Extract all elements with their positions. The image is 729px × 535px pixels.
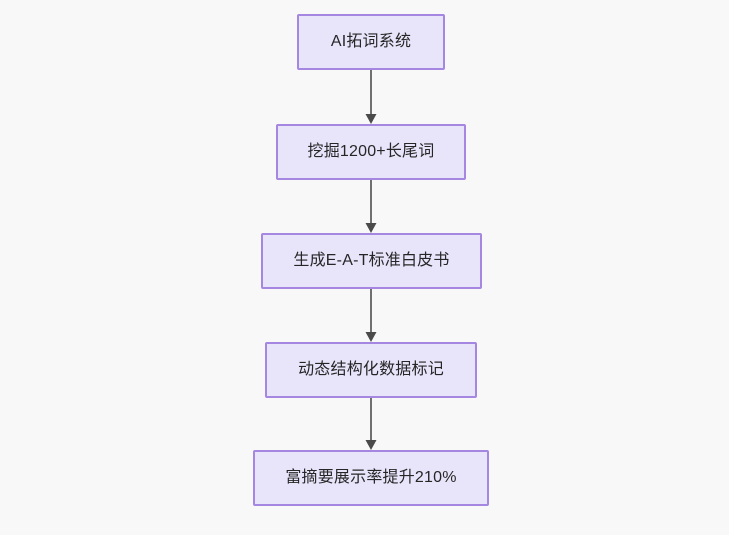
flow-node-mine-longtail-keywords[interactable]: 挖掘1200+长尾词 bbox=[276, 124, 466, 180]
flow-node-ai-keyword-system[interactable]: AI拓词系统 bbox=[297, 14, 445, 70]
edge-n2-n3 bbox=[365, 180, 377, 233]
flow-node-generate-eat-whitepaper[interactable]: 生成E-A-T标准白皮书 bbox=[261, 233, 482, 289]
edge-n1-n2 bbox=[365, 70, 377, 124]
edge-n3-n4 bbox=[365, 289, 377, 342]
flow-node-dynamic-structured-data-markup[interactable]: 动态结构化数据标记 bbox=[265, 342, 477, 398]
edge-n4-n5 bbox=[365, 398, 377, 450]
flow-node-rich-snippet-impression-lift[interactable]: 富摘要展示率提升210% bbox=[253, 450, 489, 506]
